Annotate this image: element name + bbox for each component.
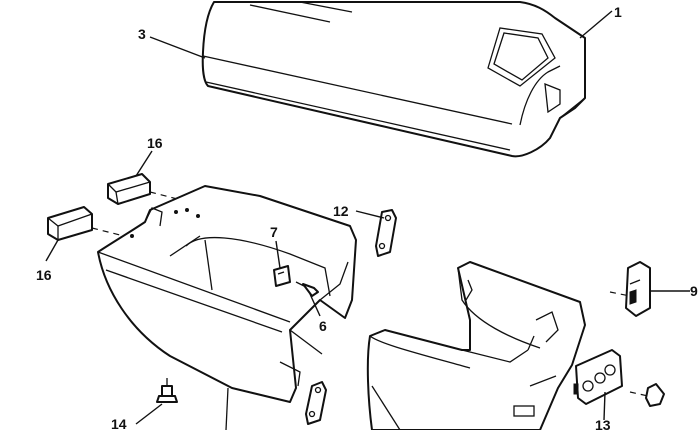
upper-cover [201,1,586,158]
bracket-lower [305,381,327,425]
bracket-12 [375,209,397,257]
rubber-pad-upper [107,173,151,205]
leader-7 [275,240,281,269]
leader-14 [135,403,163,425]
lower-cowl-left [97,185,357,430]
leader-12 [355,210,385,219]
leader-3 [149,36,206,59]
leader-13 [603,391,606,421]
bolt-14 [156,378,178,403]
leader-16a [135,150,153,177]
leader-16b [45,239,59,262]
callout-6: 6 [319,318,327,334]
callout-12: 12 [333,203,349,219]
leader-6 [309,293,321,317]
callout-16-lower: 16 [36,267,52,283]
callout-13: 13 [595,417,611,430]
clip-7 [273,265,291,287]
panel-13 [573,349,623,405]
screw-6 [295,281,319,297]
latch-9 [625,261,651,317]
callout-1: 1 [614,4,622,20]
callout-9: 9 [690,283,698,299]
lower-cowl-right [366,261,586,430]
callout-16-upper: 16 [147,135,163,151]
assembly-line-4 [629,391,649,397]
knob [645,383,665,407]
callout-3: 3 [138,26,146,42]
callout-7: 7 [270,224,278,240]
rubber-pad-lower [47,206,93,241]
leader-1 [579,10,613,39]
callout-14: 14 [111,416,127,430]
assembly-line-2 [91,227,141,241]
